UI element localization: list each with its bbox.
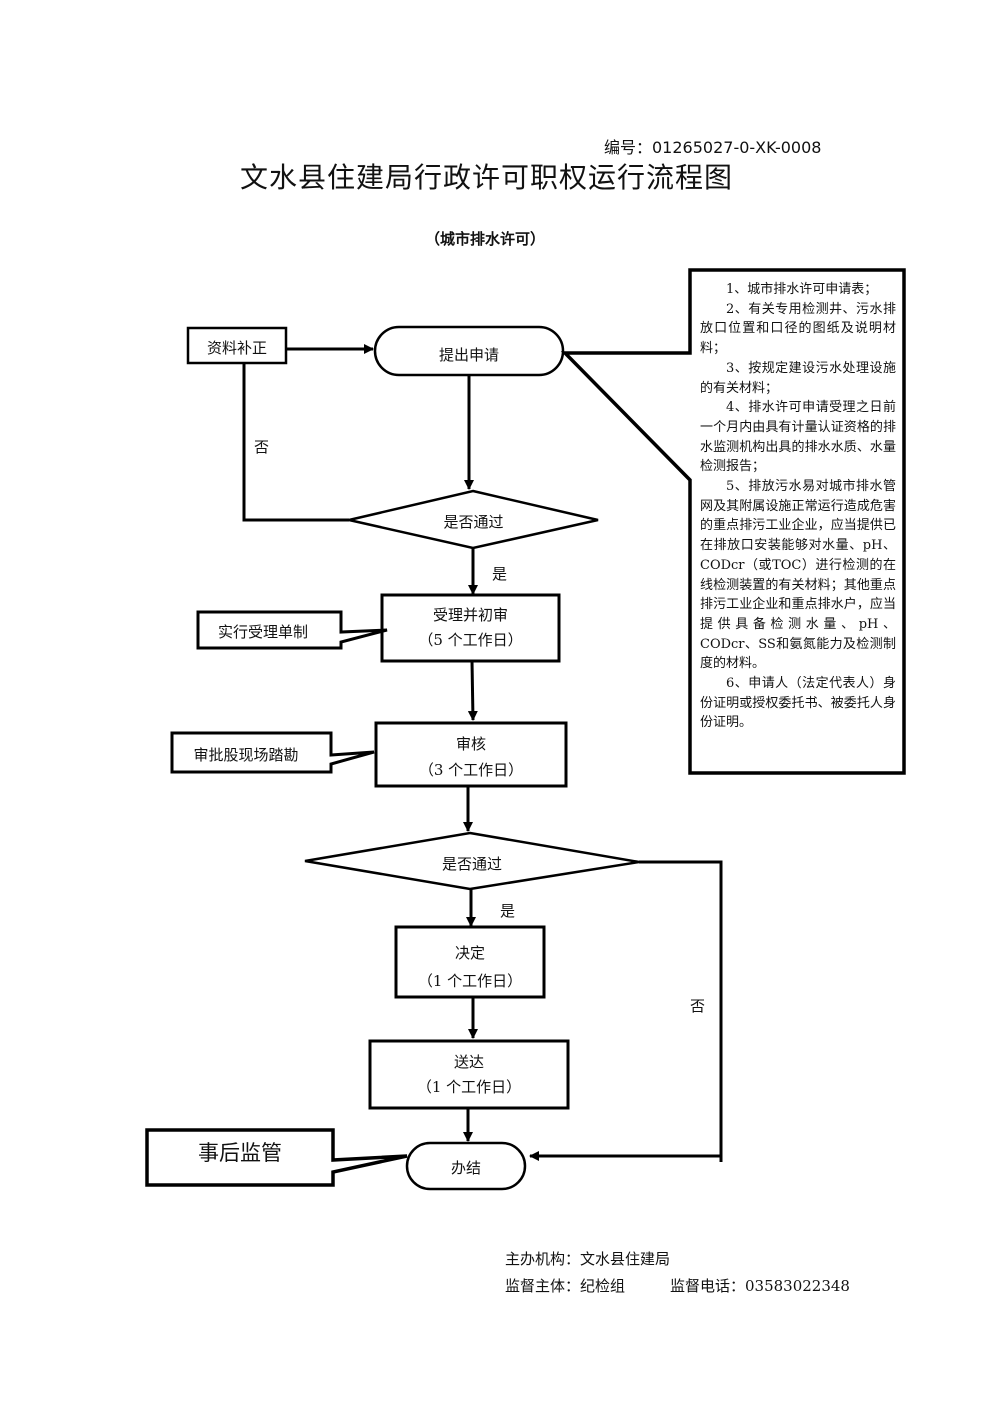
finish-note-callout	[145, 1128, 408, 1187]
materials-item: 3、按规定建设污水处理设施的有关材料；	[700, 360, 896, 396]
decide-box	[394, 925, 546, 999]
finish-label: 办结	[450, 1159, 481, 1177]
no-loop-to-correction	[242, 363, 349, 522]
materials-item: 1、城市排水许可申请表；	[726, 282, 878, 297]
materials-callout	[560, 268, 906, 775]
footer-organizer: 主办机构：文水县住建局	[505, 1250, 671, 1268]
submit-label: 提出申请	[438, 346, 499, 364]
materials-item: 2、有关专用检测井、污水排放口位置和口径的图纸及说明材料；	[700, 301, 896, 357]
check1-label: 是否通过	[443, 513, 504, 531]
materials-item: 4、排水许可申请受理之日前一个月内由具有计量认证资格的排水监测机构出具的排水水质…	[700, 400, 896, 475]
deliver-days: （1 个工作日）	[416, 1078, 522, 1096]
correction-label: 资料补正	[206, 339, 267, 357]
review-title: 审核	[455, 735, 486, 753]
yes-label-1: 是	[492, 565, 508, 583]
no-path-to-finish	[639, 860, 723, 1162]
footer-supervisor: 监督主体：纪检组	[505, 1277, 626, 1295]
finish-terminal	[405, 1141, 527, 1191]
accept-days: （5 个工作日）	[418, 631, 523, 649]
check2-label: 是否通过	[441, 855, 502, 873]
document-code: 编号：01265027-0-XK-0008	[604, 138, 822, 157]
arrow-accept-to-review	[467, 660, 478, 721]
no-label-2: 否	[690, 997, 706, 1015]
review-note-callout	[170, 731, 375, 774]
correction-box	[186, 326, 288, 365]
accept-box	[380, 593, 561, 663]
materials-item: 5、排放污水易对城市排水管网及其附属设施正常运行造成危害的重点排污工业企业，应当…	[700, 479, 896, 672]
footer-phone: 监督电话：03583022348	[670, 1277, 850, 1295]
page-subtitle: （城市排水许可）	[425, 230, 546, 248]
decide-title: 决定	[454, 944, 485, 962]
no-label-1: 否	[254, 438, 270, 456]
accept-note-callout	[196, 610, 388, 650]
yes-label-2: 是	[500, 902, 516, 920]
finish-note-label: 事后监管	[198, 1141, 282, 1165]
review-days: （3 个工作日）	[418, 761, 524, 779]
review-note-label: 审批股现场踏勘	[193, 746, 299, 764]
accept-note-label: 实行受理单制	[217, 623, 308, 641]
materials-list: 1、城市排水许可申请表； 2、有关专用检测井、污水排放口位置和口径的图纸及说明材…	[700, 280, 896, 733]
accept-title: 受理并初审	[432, 606, 508, 624]
decide-days: （1 个工作日）	[417, 972, 523, 990]
materials-item: 6、申请人（法定代表人）身份证明或授权委托书、被委托人身份证明。	[700, 676, 896, 731]
page-title: 文水县住建局行政许可职权运行流程图	[240, 161, 734, 194]
deliver-title: 送达	[453, 1053, 484, 1071]
review-box	[374, 721, 568, 788]
